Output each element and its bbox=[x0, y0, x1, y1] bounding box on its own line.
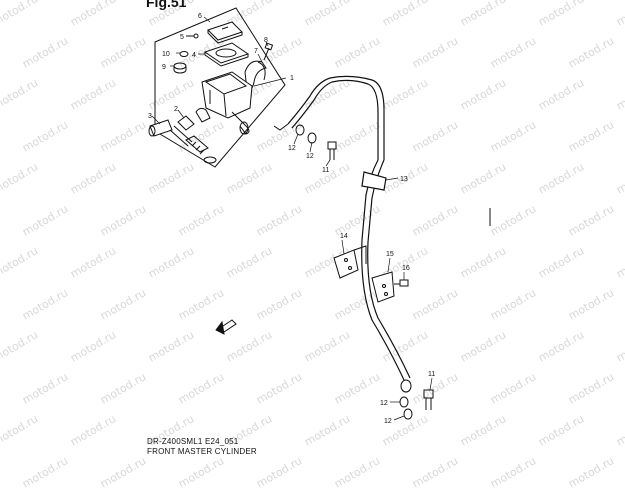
clamp-bolt bbox=[263, 42, 274, 61]
brake-hose bbox=[287, 75, 411, 381]
piston-set bbox=[148, 119, 217, 164]
part-label: 12 bbox=[288, 145, 296, 152]
diagram-title: FRONT MASTER CYLINDER bbox=[147, 447, 257, 456]
part-label: 6 bbox=[198, 13, 202, 20]
dust-boot bbox=[177, 115, 195, 131]
part-label: 13 bbox=[400, 176, 408, 183]
assembly-box bbox=[154, 7, 286, 168]
figure-label: Fig.51 bbox=[146, 0, 187, 10]
part-label: 12 bbox=[384, 418, 392, 425]
upper-banjo bbox=[273, 123, 317, 144]
diaphragm-plate bbox=[203, 42, 250, 67]
upper-bolt bbox=[327, 141, 337, 160]
boot-9 bbox=[173, 62, 187, 74]
part-label: 8 bbox=[264, 37, 268, 44]
part-label: 9 bbox=[162, 64, 166, 71]
front-arrow bbox=[215, 319, 237, 335]
clamp-bolt-16 bbox=[394, 279, 409, 287]
lower-bolt bbox=[423, 389, 434, 410]
part-label: 2 bbox=[174, 106, 178, 113]
lower-banjo bbox=[399, 379, 413, 420]
part-label: 4 bbox=[192, 52, 196, 59]
part-label: 15 bbox=[386, 251, 394, 258]
part-label: 16 bbox=[402, 265, 410, 272]
exploded-view: 6 5 10 4 7 8 9 1 3 2 12 12 11 13 14 15 1… bbox=[148, 7, 491, 425]
diagram-code: DR-Z400SML1 E24_051 bbox=[147, 437, 239, 446]
part-label: 7 bbox=[254, 48, 258, 55]
part-label: 1 bbox=[290, 75, 294, 82]
part-labels: 6 5 10 4 7 8 9 1 3 2 12 12 11 13 14 15 1… bbox=[148, 13, 435, 425]
part-label: 14 bbox=[340, 233, 348, 240]
part-label: 12 bbox=[380, 400, 388, 407]
hose-clamp-15 bbox=[371, 271, 395, 303]
hose-guide-14 bbox=[333, 245, 367, 279]
part-label: 11 bbox=[322, 167, 329, 174]
part-label: 3 bbox=[148, 113, 152, 120]
part-label: 12 bbox=[306, 153, 314, 160]
part-label: 11 bbox=[428, 371, 435, 378]
part-label: 5 bbox=[180, 34, 184, 41]
part-label: 10 bbox=[162, 51, 170, 58]
reservoir-cap bbox=[207, 21, 243, 44]
washer-10 bbox=[179, 51, 189, 57]
master-cylinder-body bbox=[195, 71, 253, 135]
